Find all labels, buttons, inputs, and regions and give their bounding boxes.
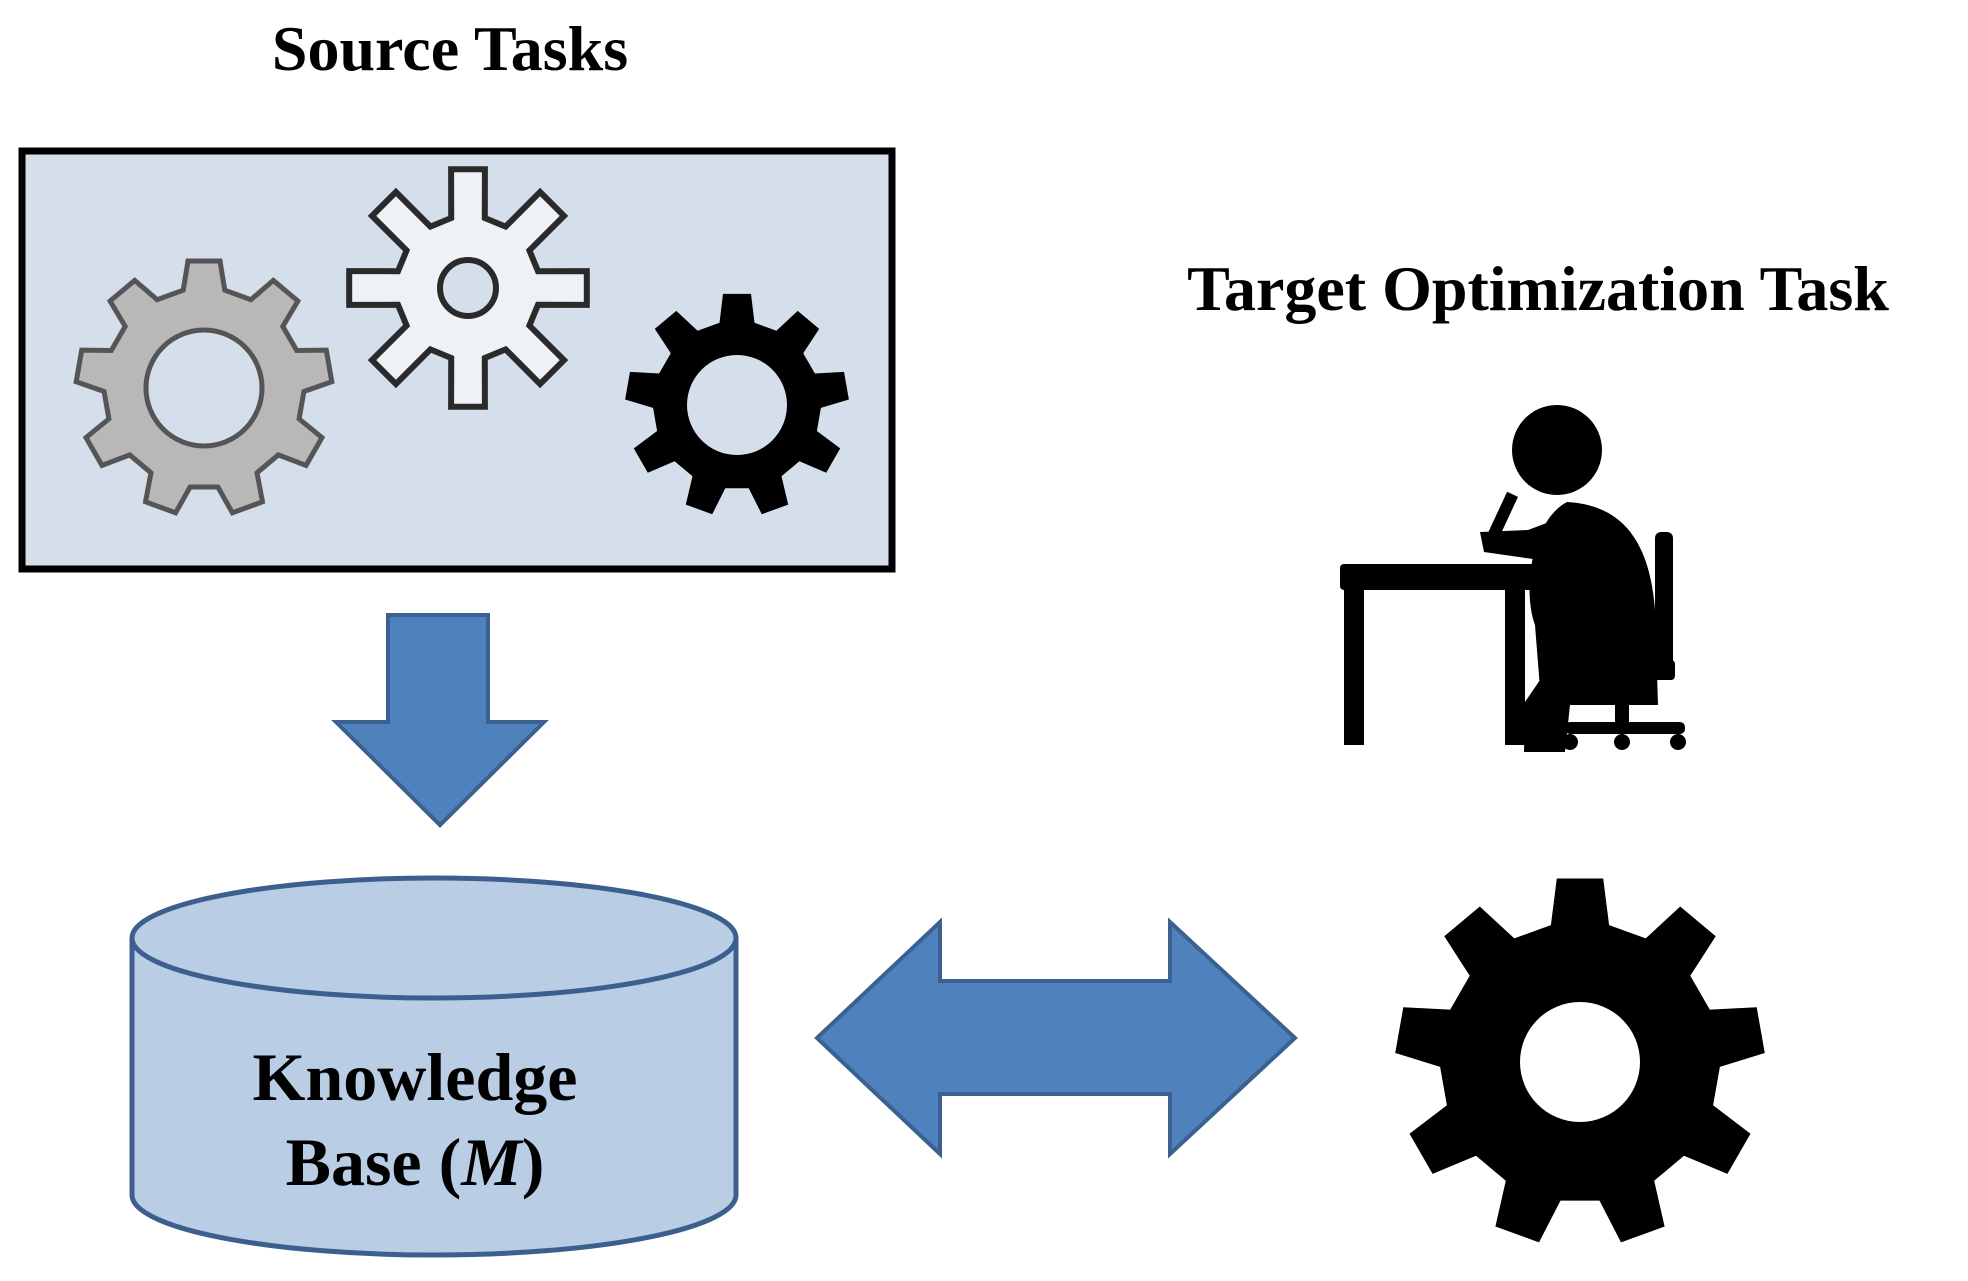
cylinder-top <box>129 875 739 1001</box>
bidirectional-arrow <box>814 917 1298 1159</box>
chair-wheel <box>1562 734 1578 750</box>
desk-top <box>1340 564 1562 590</box>
person-legs <box>1524 680 1600 752</box>
source-tasks-title: Source Tasks <box>272 13 628 84</box>
chair-base <box>1565 722 1685 734</box>
gear-icon <box>73 258 335 516</box>
desk-leg-left <box>1344 585 1364 745</box>
gear-icon <box>346 166 590 410</box>
chair-wheel <box>1614 734 1630 750</box>
chair-seat <box>1560 660 1675 680</box>
cylinder-body <box>129 938 739 1258</box>
knowledge-base-label-line2: Base (M) <box>286 1124 545 1200</box>
chair-wheel <box>1670 734 1686 750</box>
target-task-title: Target Optimization Task <box>1187 253 1889 324</box>
chair-post <box>1615 678 1629 723</box>
gear-icon <box>1395 878 1765 1243</box>
kb-label-symbol: M <box>460 1124 524 1200</box>
kb-label-prefix: Base ( <box>286 1124 462 1200</box>
down-arrow <box>331 613 549 828</box>
knowledge-base-cylinder: Knowledge Base (M) <box>129 875 739 1258</box>
knowledge-base-label-line1: Knowledge <box>253 1039 578 1115</box>
gear-icon <box>625 293 849 515</box>
desk-leg-right <box>1505 585 1525 745</box>
chair-back <box>1655 532 1673 672</box>
kb-label-suffix: ) <box>522 1124 545 1200</box>
person-head <box>1512 405 1602 495</box>
person-at-desk-icon <box>1340 405 1686 752</box>
pencil <box>1485 491 1519 543</box>
person-arm <box>1480 515 1608 565</box>
